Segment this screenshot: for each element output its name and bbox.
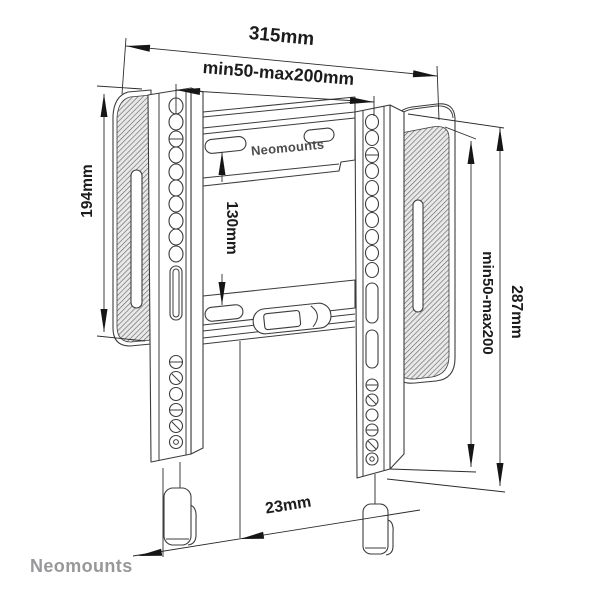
dim-total-width-arrow-left xyxy=(126,44,151,52)
dim-vesa-width-line xyxy=(175,89,375,103)
right-bracket-slot-a xyxy=(365,282,379,324)
dim-wall-offset-arrow-left xyxy=(138,548,163,556)
right-bracket-holes-upper xyxy=(364,113,380,279)
dim-pad-height-ext-top xyxy=(96,85,143,90)
dim-pad-height-arrow-bottom xyxy=(100,309,108,332)
right-bracket-holes-lower xyxy=(365,378,379,466)
right-bracket xyxy=(354,104,405,479)
right-pad-slot xyxy=(412,199,424,313)
dim-wall-offset-label: 23mm xyxy=(264,494,312,518)
left-strap-tab xyxy=(163,487,192,546)
dim-vesa-height-arrow-bottom xyxy=(467,444,475,467)
dim-total-height-ext-bottom xyxy=(386,478,506,493)
dim-total-width-arrow-right xyxy=(412,70,437,78)
left-bracket xyxy=(147,87,204,463)
dim-total-height-arrow-top xyxy=(496,128,504,151)
dim-pad-height: 194mm xyxy=(79,85,146,342)
dim-vesa-height-arrow-top xyxy=(467,141,475,164)
dim-vesa-width-arrow-right xyxy=(349,97,374,104)
dim-pad-height-ext-bottom xyxy=(96,335,146,342)
left-pull-strap xyxy=(163,462,197,546)
plate-hook-slot-bottom-left xyxy=(204,304,244,322)
right-bracket-flange xyxy=(389,104,405,470)
dim-total-width-line xyxy=(125,45,438,77)
dim-plate-height: 130mm xyxy=(218,152,240,305)
left-pad-slot xyxy=(130,169,143,309)
dim-vesa-width-arrow-left xyxy=(176,88,201,95)
plate-hook-slot-top-left xyxy=(204,135,247,154)
dim-total-height-arrow-bottom xyxy=(496,463,504,486)
right-pull-strap xyxy=(362,474,394,556)
dim-total-height-label: 287mm xyxy=(508,285,525,338)
left-bracket-flange xyxy=(190,87,204,455)
dim-pad-height-label: 194mm xyxy=(79,164,96,217)
dim-total-width-ext-left xyxy=(121,37,127,95)
right-spacer-pad xyxy=(392,103,456,384)
dim-total-width: 315mm xyxy=(121,23,440,121)
left-bracket-slot xyxy=(169,265,183,321)
dim-plate-height-label: 130mm xyxy=(223,201,240,254)
dim-vesa-height-label: min50-max200 xyxy=(479,251,496,354)
plate-hook-slot-top-right xyxy=(303,127,335,144)
slider-lock xyxy=(252,302,332,335)
dim-vesa-width-label: min50-max200mm xyxy=(202,57,355,89)
right-strap-tab xyxy=(362,503,389,555)
dim-pad-height-arrow-top xyxy=(100,94,108,117)
wall-plate: Neomounts xyxy=(202,96,356,345)
left-spacer-pad xyxy=(112,89,152,347)
footer-logo: Neomounts xyxy=(30,556,133,576)
dim-wall-offset-line xyxy=(132,509,421,557)
dim-total-width-ext-right xyxy=(436,65,440,121)
dim-total-height: 287mm xyxy=(386,113,525,493)
right-bracket-slot-b xyxy=(365,329,379,369)
dim-plate-height-arrow-bottom xyxy=(218,282,226,305)
dim-vesa-height: min50-max200 xyxy=(389,126,496,473)
left-bracket-holes-lower xyxy=(168,354,184,450)
left-bracket-holes-upper xyxy=(168,97,184,263)
dim-vesa-height-ext-top xyxy=(444,126,477,140)
dim-plate-height-arrow-top xyxy=(218,152,226,175)
dim-vesa-height-ext-bottom xyxy=(389,468,477,473)
dim-total-width-label: 315mm xyxy=(248,23,315,50)
dim-total-height-ext-top xyxy=(407,113,505,129)
plate-logo: Neomounts xyxy=(250,137,324,159)
dim-wall-offset-arrow-right xyxy=(240,531,265,539)
